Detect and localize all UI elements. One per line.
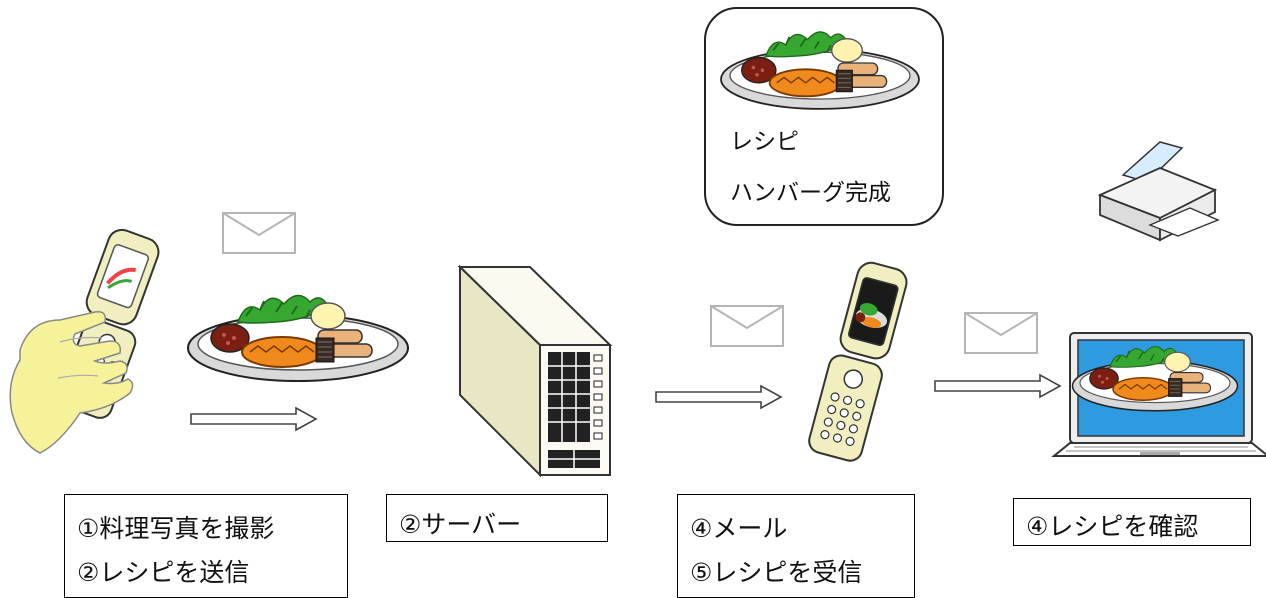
step-1-line-2: ②レシピを送信 <box>77 558 250 587</box>
callout-title: レシピ <box>730 129 799 155</box>
envelope-icon <box>964 312 1038 354</box>
flip-phone-icon <box>808 261 908 462</box>
envelope-icon <box>222 212 296 254</box>
callout-dish-name: ハンバーグ完成 <box>730 180 891 206</box>
printer-icon <box>1097 141 1220 242</box>
step-caption-2: ②サーバー <box>386 494 608 542</box>
step-1-line-1: ①料理写真を撮影 <box>77 514 275 543</box>
envelope-icon <box>710 305 784 347</box>
step-3-line-1: ④メール <box>690 514 788 543</box>
server-tower-icon <box>457 264 613 478</box>
step-caption-4: ④レシピを確認 <box>1013 498 1251 546</box>
right-arrow-icon <box>934 374 1061 398</box>
laptop-icon <box>1051 332 1266 457</box>
right-arrow-icon <box>190 407 317 431</box>
step-2-line-1: ②サーバー <box>399 510 522 539</box>
step-caption-3: ④メール ⑤レシピを受信 <box>677 494 915 598</box>
step-4-line-1: ④レシピを確認 <box>1026 512 1199 541</box>
hand-holding-flip-phone-icon <box>9 228 160 454</box>
right-arrow-icon <box>655 385 782 409</box>
step-caption-1: ①料理写真を撮影 ②レシピを送信 <box>64 494 348 598</box>
hamburg-steak-plate-icon <box>187 294 409 382</box>
step-3-line-2: ⑤レシピを受信 <box>690 558 863 587</box>
